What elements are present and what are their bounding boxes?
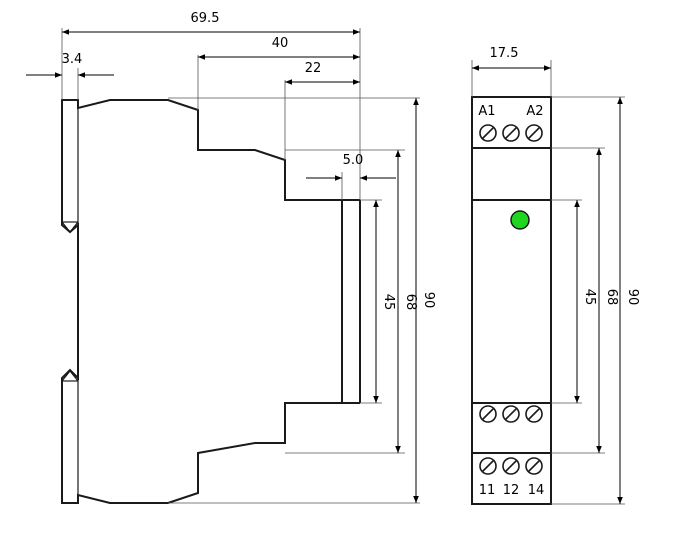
dim-side-height-front: 45	[381, 294, 396, 311]
screw-icon	[525, 124, 543, 142]
terminal-label-a2: A2	[526, 104, 543, 119]
rail-clip-bottom-notch	[61, 370, 79, 382]
front-view: A1 A2 11 12 14	[471, 46, 640, 505]
screw-icon	[479, 457, 497, 475]
terminal-label-11: 11	[479, 483, 496, 498]
screw-icon	[502, 405, 520, 423]
dim-rail-gap: 3.4	[62, 52, 83, 67]
dim-front-height-front: 45	[582, 289, 597, 306]
dim-side-height-total: 90	[421, 292, 436, 309]
terminal-label-14: 14	[528, 483, 545, 498]
dim-width: 17.5	[490, 46, 519, 61]
terminal-label-a1: A1	[478, 104, 495, 119]
screw-icon	[479, 124, 497, 142]
dim-total-depth: 69.5	[191, 11, 220, 26]
screw-icon	[479, 405, 497, 423]
rail-clip-top-notch	[61, 221, 79, 233]
screw-icon	[525, 457, 543, 475]
dim-inner-depth: 22	[305, 61, 322, 76]
screw-icon	[502, 457, 520, 475]
top-terminal-screws	[479, 124, 543, 142]
front-housing-outline	[471, 96, 552, 505]
screw-icon	[502, 124, 520, 142]
middle-terminal-screws	[479, 405, 543, 423]
side-housing-outline	[61, 99, 343, 504]
terminal-label-12: 12	[503, 483, 520, 498]
status-led	[510, 210, 530, 230]
screw-icon	[525, 405, 543, 423]
dim-front-step: 5.0	[343, 153, 364, 168]
dim-front-depth: 40	[272, 36, 289, 51]
dim-front-height-total: 90	[625, 289, 640, 306]
side-view: 69.5 40 22 3.4 5.0 45 68 90	[26, 11, 436, 504]
bottom-terminal-screws	[479, 457, 543, 475]
dim-front-height-mid: 68	[604, 289, 619, 306]
